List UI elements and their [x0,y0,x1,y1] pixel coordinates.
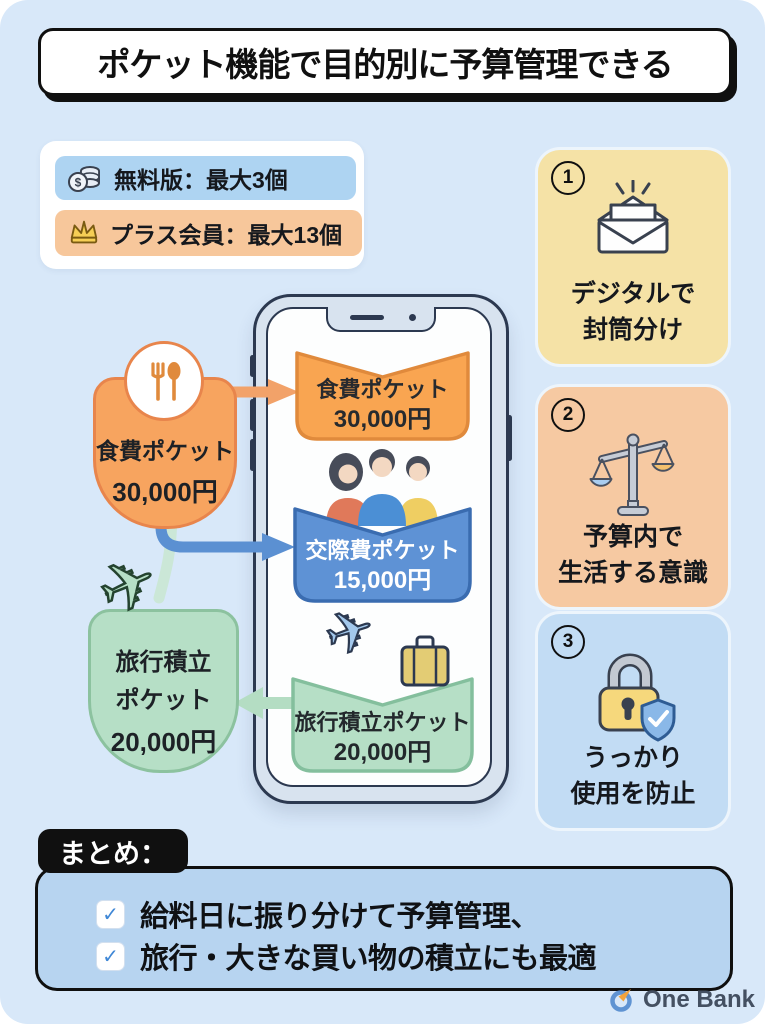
benefit-text-3: うっかり 使用を防止 [570,744,696,808]
circled-number-2: 2 [551,398,585,432]
circled-number-3: 3 [551,625,585,659]
left-pocket-travel-amount: 20,000円 [110,727,217,757]
phone-pocket-food-name: 食費ポケット [316,377,449,402]
benefit-text-1: デジタルで 封筒分け [570,280,696,344]
free-plan-label: 無料版：最大3個 [114,167,288,193]
plus-plan-pill: プラス会員：最大13個 [55,210,362,256]
brand-logo: One Bank [608,986,755,1014]
food-circle-badge [124,341,204,421]
phone-speaker [350,315,384,320]
people-group-icon [326,449,438,526]
phone-camera-dot [409,314,416,321]
phone-pocket-food: 食費ポケット 30,000円 [295,341,470,441]
envelope-icon [597,180,669,254]
phone-volume-down-button [250,439,255,471]
left-pocket-food-amount: 30,000円 [112,477,218,507]
pocket-banner-shape-green [291,677,474,773]
coins-icon: $ [68,166,100,192]
plan-limit-box: $ 無料版：最大3個 プラス会員：最大13個 [40,141,364,269]
benefit-card-envelope: 1 デジタルで 封筒分け [538,150,728,364]
suitcase-icon [400,635,450,687]
phone-pocket-travel-amount: 20,000円 [333,739,432,766]
crown-icon [70,220,98,244]
pocket-banner-shape-blue [293,507,472,603]
scale-icon [589,433,675,516]
one-bank-logo-icon [610,988,632,1012]
phone-pocket-travel: 旅行積立ポケット 20,000円 [291,667,474,773]
phone-volume-up-button [250,399,255,431]
phone-pocket-travel-name: 旅行積立ポケット [294,710,471,735]
checkbox-icon: ✓ [96,941,125,971]
summary-box: ✓ 給料日に振り分けて予算管理、 ✓ 旅行・大きな買い物の積立にも最適 [35,866,733,991]
benefit-card-lock: 3 うっかり 使用を防止 [538,614,728,828]
left-pocket-travel: 旅行積立 ポケット 20,000円 [88,609,239,773]
summary-item-2: ✓ 旅行・大きな買い物の積立にも最適 [96,935,597,977]
benefit-card-scale: 2 予算内で 生活する意識 [538,387,728,607]
circled-number-1: 1 [551,161,585,195]
fork-spoon-icon [151,362,181,401]
left-pocket-travel-name: 旅行積立 ポケット [115,649,212,714]
plus-plan-label: プラス会員：最大13個 [110,222,343,248]
phone-notch [326,307,436,332]
left-pocket-food-name: 食費ポケット [96,438,234,464]
summary-badge: まとめ： [38,829,188,873]
pocket-banner-shape-orange [295,351,470,441]
brand-name: One Bank [643,986,756,1013]
benefit-text-2: 予算内で 生活する意識 [557,523,708,587]
page-title: ポケット機能で目的別に予算管理できる [38,28,732,96]
checkbox-icon: ✓ [96,899,125,929]
lock-shield-icon [598,653,676,742]
phone-pocket-food-amount: 30,000円 [333,406,432,433]
phone-pocket-social-amount: 15,000円 [333,567,432,594]
page-title-text: ポケット機能で目的別に予算管理できる [97,46,673,83]
phone-pocket-social-name: 交際費ポケット [305,538,460,563]
free-plan-pill: $ 無料版：最大3個 [55,156,356,200]
phone-power-button [507,415,512,461]
phone-pocket-social: 交際費ポケット 15,000円 [293,497,472,603]
phone-mute-button [250,355,255,377]
svg-text:$: $ [75,176,82,190]
summary-item-1: ✓ 給料日に振り分けて予算管理、 [96,893,540,935]
